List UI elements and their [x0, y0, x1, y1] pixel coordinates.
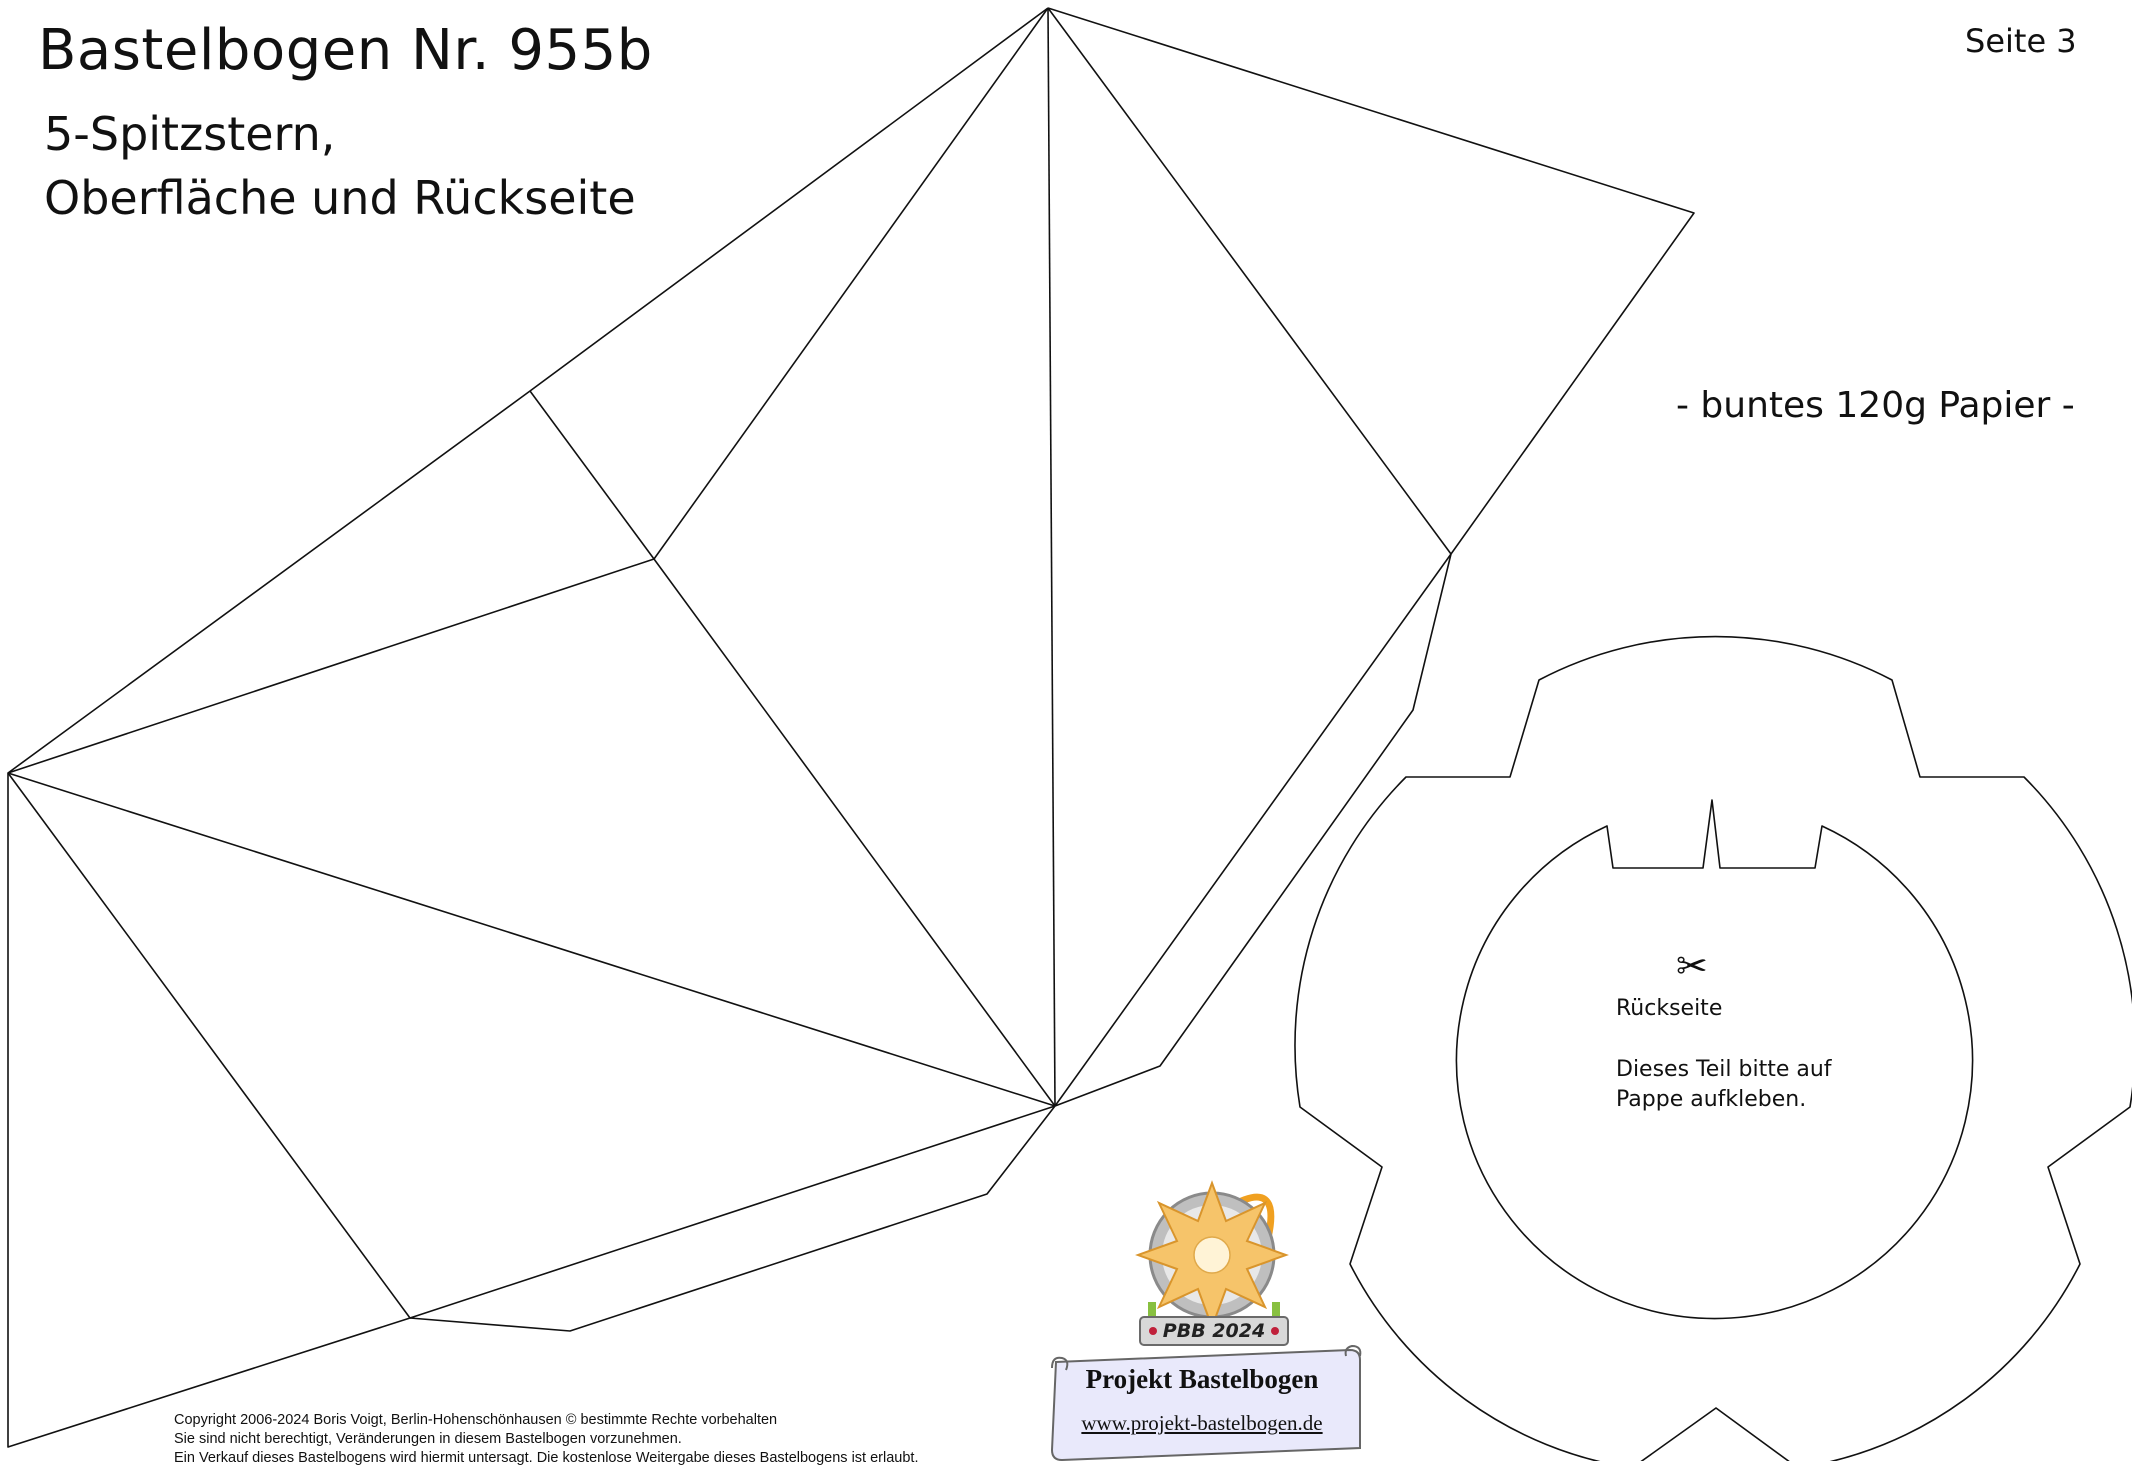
sheet-title: Bastelbogen Nr. 955b [38, 18, 653, 83]
fold-line [653, 7, 1049, 560]
logo-url-link[interactable]: www.projekt-bastelbogen.de [1081, 1411, 1323, 1435]
logo-name: Projekt Bastelbogen [1085, 1364, 1319, 1394]
inner-circle-outline [1455, 799, 1974, 1320]
fold-line [1047, 7, 1056, 1107]
subtitle-line: 5-Spitzstern, [44, 107, 336, 161]
fold-line [7, 772, 1056, 1107]
logo-badge: PBB 2024 [1162, 1320, 1266, 1342]
fold-line [409, 1105, 1056, 1319]
fold-line [1047, 7, 1452, 555]
scissors-icon: ✂ [1676, 944, 1708, 988]
fold-line [7, 772, 411, 1319]
fold-line [1054, 553, 1452, 1107]
copyright-line: Copyright 2006-2024 Boris Voigt, Berlin-… [174, 1412, 778, 1428]
copyright-line: Ein Verkauf dieses Bastelbogens wird hie… [174, 1450, 919, 1466]
subtitle-line: Oberfläche und Rückseite [44, 171, 636, 225]
back-piece-outline [1294, 635, 2132, 1461]
copyright-line: Sie sind nicht berechtigt, Veränderungen… [174, 1431, 682, 1447]
back-piece-label: Rückseite [1616, 996, 1723, 1021]
paper-note: - buntes 120g Papier - [1676, 385, 2075, 426]
logo-scroll-banner [1050, 1344, 1362, 1461]
back-piece-instruction: Dieses Teil bitte auf Pappe aufkleben. [1616, 1057, 1832, 1112]
page-number: Seite 3 [1965, 22, 2077, 60]
back-piece [1294, 635, 2132, 1461]
fold-line [529, 390, 655, 560]
fold-line [7, 558, 655, 774]
sheet-subtitle: 5-Spitzstern, Oberfläche und Rückseite [44, 102, 636, 230]
star-logo-icon [1135, 1180, 1289, 1346]
copyright-notice: Copyright 2006-2024 Boris Voigt, Berlin-… [174, 1411, 918, 1468]
star-surface-net [7, 7, 1695, 1448]
fold-line [653, 558, 1056, 1107]
